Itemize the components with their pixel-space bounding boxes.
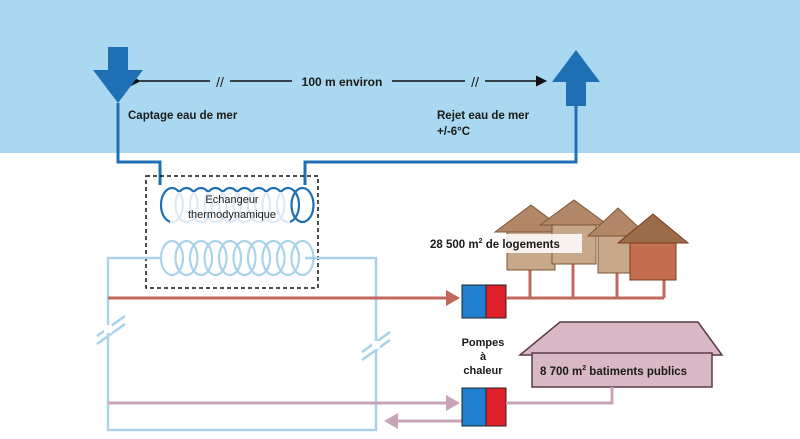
- coil-loop: [261, 239, 286, 277]
- housing-suffix: de logements: [483, 239, 560, 251]
- heat-pumps-label-line2: à: [480, 351, 487, 363]
- housing-label: 28 500 m2 de logements: [430, 238, 560, 251]
- public-area-sup: 2: [582, 365, 586, 372]
- heat-pump-lower-blue: [461, 387, 487, 427]
- loop-break-right-2: [361, 338, 391, 362]
- discharge-label-line2: +/-6°C: [437, 126, 470, 138]
- public-building-pipe: [506, 387, 614, 405]
- public-suffix: batiments publics: [586, 366, 687, 378]
- house-4: [616, 213, 690, 281]
- public-buildings-label: 8 700 m2 batiments publics: [540, 365, 687, 378]
- coil-loop: [232, 239, 257, 277]
- housing-label-bg: [426, 234, 582, 253]
- exchanger-label-line1: Echangeur: [205, 194, 259, 206]
- loop-break-left-2: [96, 322, 126, 346]
- break-mark-left: //: [216, 74, 224, 90]
- coil-loop: [290, 186, 315, 224]
- coil-loop: [174, 239, 199, 277]
- coil-loop: [203, 239, 228, 277]
- heat-pump-upper-blue: [461, 284, 487, 319]
- coil-loop: [188, 239, 214, 277]
- loop-break-right-gap: [372, 341, 380, 349]
- housing-area-sup: 2: [479, 238, 483, 245]
- public-building-body: [531, 352, 713, 388]
- exchanger-label-line2: thermodynamique: [188, 209, 276, 221]
- intake-label: Captage eau de mer: [128, 110, 238, 122]
- loop-break-left-gap: [104, 325, 112, 333]
- coil-loop: [217, 239, 243, 277]
- discharge-label-line1: Rejet eau de mer: [437, 110, 530, 122]
- sea-water-pipe-return: [303, 106, 578, 185]
- break-right-bg: [465, 72, 485, 90]
- exchanger-label-bg: [170, 192, 290, 224]
- hot-supply-arrow-icon: [446, 290, 460, 306]
- loop-pipe-left: [106, 256, 378, 432]
- heat-pumps-label-line1: Pompes: [462, 337, 505, 349]
- distance-label-bg: [292, 72, 392, 90]
- coil-loop: [275, 239, 301, 277]
- heat-pump-upper-red: [485, 284, 507, 319]
- coil-loop: [246, 239, 272, 277]
- public-supply-arrow-icon: [446, 395, 460, 411]
- discharge-arrow-icon: [552, 50, 600, 106]
- distance-label: 100 m environ: [302, 75, 383, 89]
- exchanger-box: [145, 175, 319, 289]
- heat-pumps-label-line3: chaleur: [463, 365, 503, 377]
- public-area: 8 700 m: [540, 366, 582, 378]
- sea-water-pipe: [116, 103, 162, 185]
- public-return-arrow-icon: [384, 413, 398, 429]
- public-building-roof: [517, 321, 724, 356]
- coil-loop: [159, 239, 185, 277]
- housing-area: 28 500 m: [430, 239, 479, 251]
- intake-arrow-icon: [93, 47, 143, 103]
- heat-pump-lower-red: [485, 387, 507, 427]
- exchanger-coil-bottom: [159, 239, 315, 277]
- break-mark-right: //: [471, 74, 479, 90]
- break-left-bg: [210, 72, 230, 90]
